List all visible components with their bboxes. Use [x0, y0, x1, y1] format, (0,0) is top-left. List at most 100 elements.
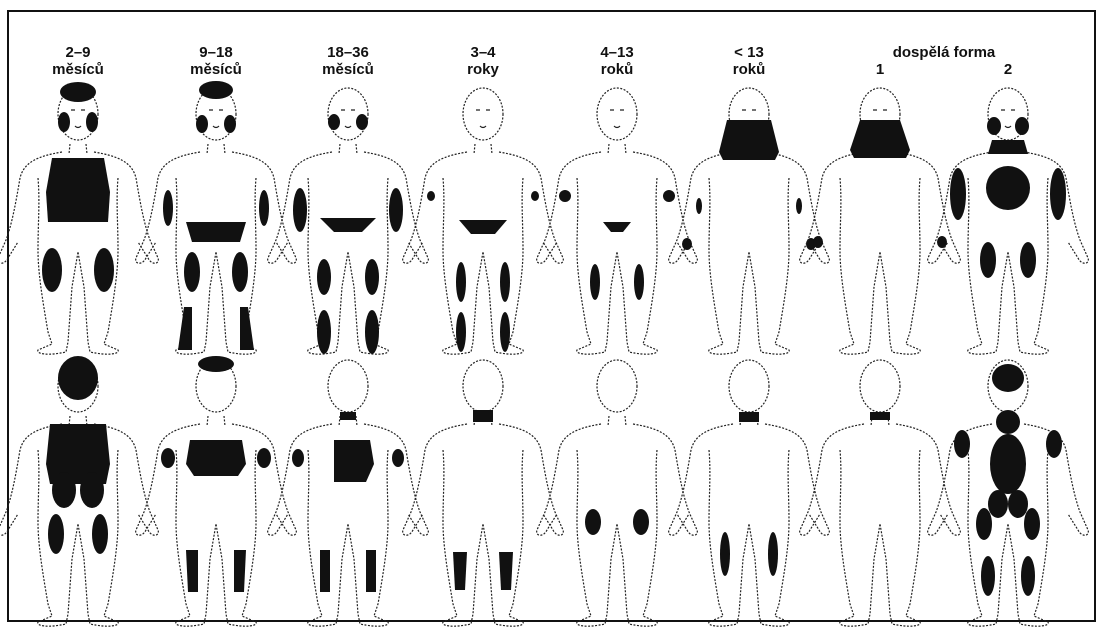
figure-back-1-lesion-4: [48, 514, 64, 554]
figure-front-1-lesion-3: [46, 158, 110, 222]
figure-back-6-head: [729, 360, 769, 412]
figure-front-2-lesion-4: [163, 190, 173, 226]
figure-front-5-lesion-2: [603, 222, 631, 232]
figure-front-8-lesion-1: [1015, 117, 1029, 135]
figure-back-6-lesion-1: [720, 532, 730, 576]
figure-back-4-lesion-0: [473, 410, 493, 422]
figure-back-2: [136, 356, 297, 626]
figure-back-2-outline-4: [207, 416, 225, 426]
figure-front-6-lesion-3: [696, 198, 702, 214]
figure-front-8-lesion-7: [1020, 242, 1036, 278]
figure-back-8-lesion-6: [1008, 490, 1028, 518]
figure-back-2-lesion-0: [198, 356, 234, 372]
figure-back-5-lesion-0: [585, 509, 601, 535]
figure-back-8-lesion-3: [1046, 430, 1062, 458]
figure-front-5-lesion-3: [590, 264, 600, 300]
figure-front-2-lesion-1: [196, 115, 208, 133]
figure-back-5: [537, 360, 698, 626]
figure-front-5-face: [610, 110, 624, 128]
figure-back-3-lesion-5: [366, 550, 376, 592]
figure-back-2-lesion-3: [257, 448, 271, 468]
figure-front-5-lesion-4: [634, 264, 644, 300]
figure-front-4-lesion-1: [427, 191, 435, 201]
figure-back-7: [800, 360, 961, 626]
figure-front-7-lesion-0: [850, 120, 910, 158]
figure-front-3-lesion-4: [389, 188, 403, 232]
figure-front-4-lesion-5: [456, 312, 466, 352]
figure-front-1-lesion-2: [86, 112, 98, 132]
figure-back-1: [0, 356, 158, 626]
figure-front-1-lesion-0: [60, 82, 96, 102]
figure-front-4-lesion-2: [531, 191, 539, 201]
figure-front-3-lesion-5: [317, 259, 331, 295]
figure-back-2-lesion-5: [234, 550, 246, 592]
figure-back-3-lesion-0: [340, 412, 356, 420]
figure-front-1-face: [71, 110, 85, 128]
figure-back-8-lesion-10: [1021, 556, 1035, 596]
figure-back-7-head: [860, 360, 900, 412]
figure-back-7-outline-3: [880, 450, 920, 626]
figure-back-3-head: [328, 360, 368, 412]
figure-back-2-lesion-2: [161, 448, 175, 468]
figure-front-8-lesion-6: [980, 242, 996, 278]
figure-back-6-lesion-0: [739, 412, 759, 422]
figure-front-4-face: [476, 110, 490, 128]
figure-front-8-lesion-0: [987, 117, 1001, 135]
figure-back-7-outline-0: [800, 424, 864, 535]
figure-front-2-lesion-0: [199, 81, 233, 99]
figure-front-7-outline-2: [840, 178, 880, 354]
figure-front-4-lesion-4: [500, 262, 510, 302]
figure-front-2-lesion-9: [240, 307, 254, 350]
figure-front-6-outline-2: [709, 178, 749, 354]
figure-back-7-outline-1: [896, 424, 960, 535]
figure-back-4-outline-3: [483, 450, 523, 626]
figure-back-3-lesion-3: [392, 449, 404, 467]
figure-front-5: [537, 88, 698, 354]
figure-back-2-lesion-1: [186, 440, 246, 476]
figure-back-2-lesion-4: [186, 550, 198, 592]
figure-back-2-outline-2: [176, 450, 216, 626]
figure-front-5-head: [597, 88, 637, 140]
figure-front-3-lesion-1: [356, 114, 368, 130]
figure-front-7-outline-3: [880, 178, 920, 354]
figure-front-1: [0, 82, 158, 354]
figure-back-7-outline-2: [840, 450, 880, 626]
figure-back-5-outline-2: [577, 450, 617, 626]
figure-front-7-lesion-1: [813, 236, 823, 248]
figure-front-4-head: [463, 88, 503, 140]
figure-front-3-lesion-8: [365, 310, 379, 354]
figure-front-8-lesion-2: [988, 140, 1028, 154]
figure-back-5-outline-3: [617, 450, 657, 626]
figure-front-3-face: [341, 110, 355, 128]
figure-front-2-outline-4: [207, 144, 225, 154]
figure-front-6-lesion-1: [682, 238, 692, 250]
figure-back-1-lesion-3: [80, 472, 104, 508]
figure-front-1-outline-4: [69, 144, 87, 154]
figure-back-6-lesion-2: [768, 532, 778, 576]
figure-front-2-lesion-2: [224, 115, 236, 133]
figure-back-6-outline-1: [765, 424, 829, 535]
figure-front-2: [136, 81, 297, 354]
figure-front-3: [268, 88, 429, 354]
figure-front-3-outline-4: [339, 144, 357, 154]
figure-back-8-lesion-7: [976, 508, 992, 540]
figure-back-5-outline-4: [608, 416, 626, 426]
figure-back-4-lesion-2: [499, 552, 513, 590]
figure-front-8: [928, 88, 1089, 354]
figure-front-3-lesion-7: [317, 310, 331, 354]
figure-back-1-lesion-0: [58, 356, 98, 400]
figure-front-3-lesion-6: [365, 259, 379, 295]
figure-front-8-lesion-3: [986, 166, 1030, 210]
figure-front-6-outline-3: [749, 178, 789, 354]
figure-front-4-lesion-0: [459, 220, 507, 234]
figure-front-4-outline-0: [403, 152, 467, 263]
figure-front-1-lesion-4: [42, 248, 62, 292]
figure-back-3-outline-0: [268, 424, 332, 535]
figure-front-2-lesion-7: [232, 252, 248, 292]
figure-back-3-lesion-2: [292, 449, 304, 467]
figure-front-3-lesion-3: [293, 188, 307, 232]
figure-back-8-lesion-4: [990, 434, 1026, 494]
figure-front-5-lesion-0: [559, 190, 571, 202]
figure-back-4-head: [463, 360, 503, 412]
